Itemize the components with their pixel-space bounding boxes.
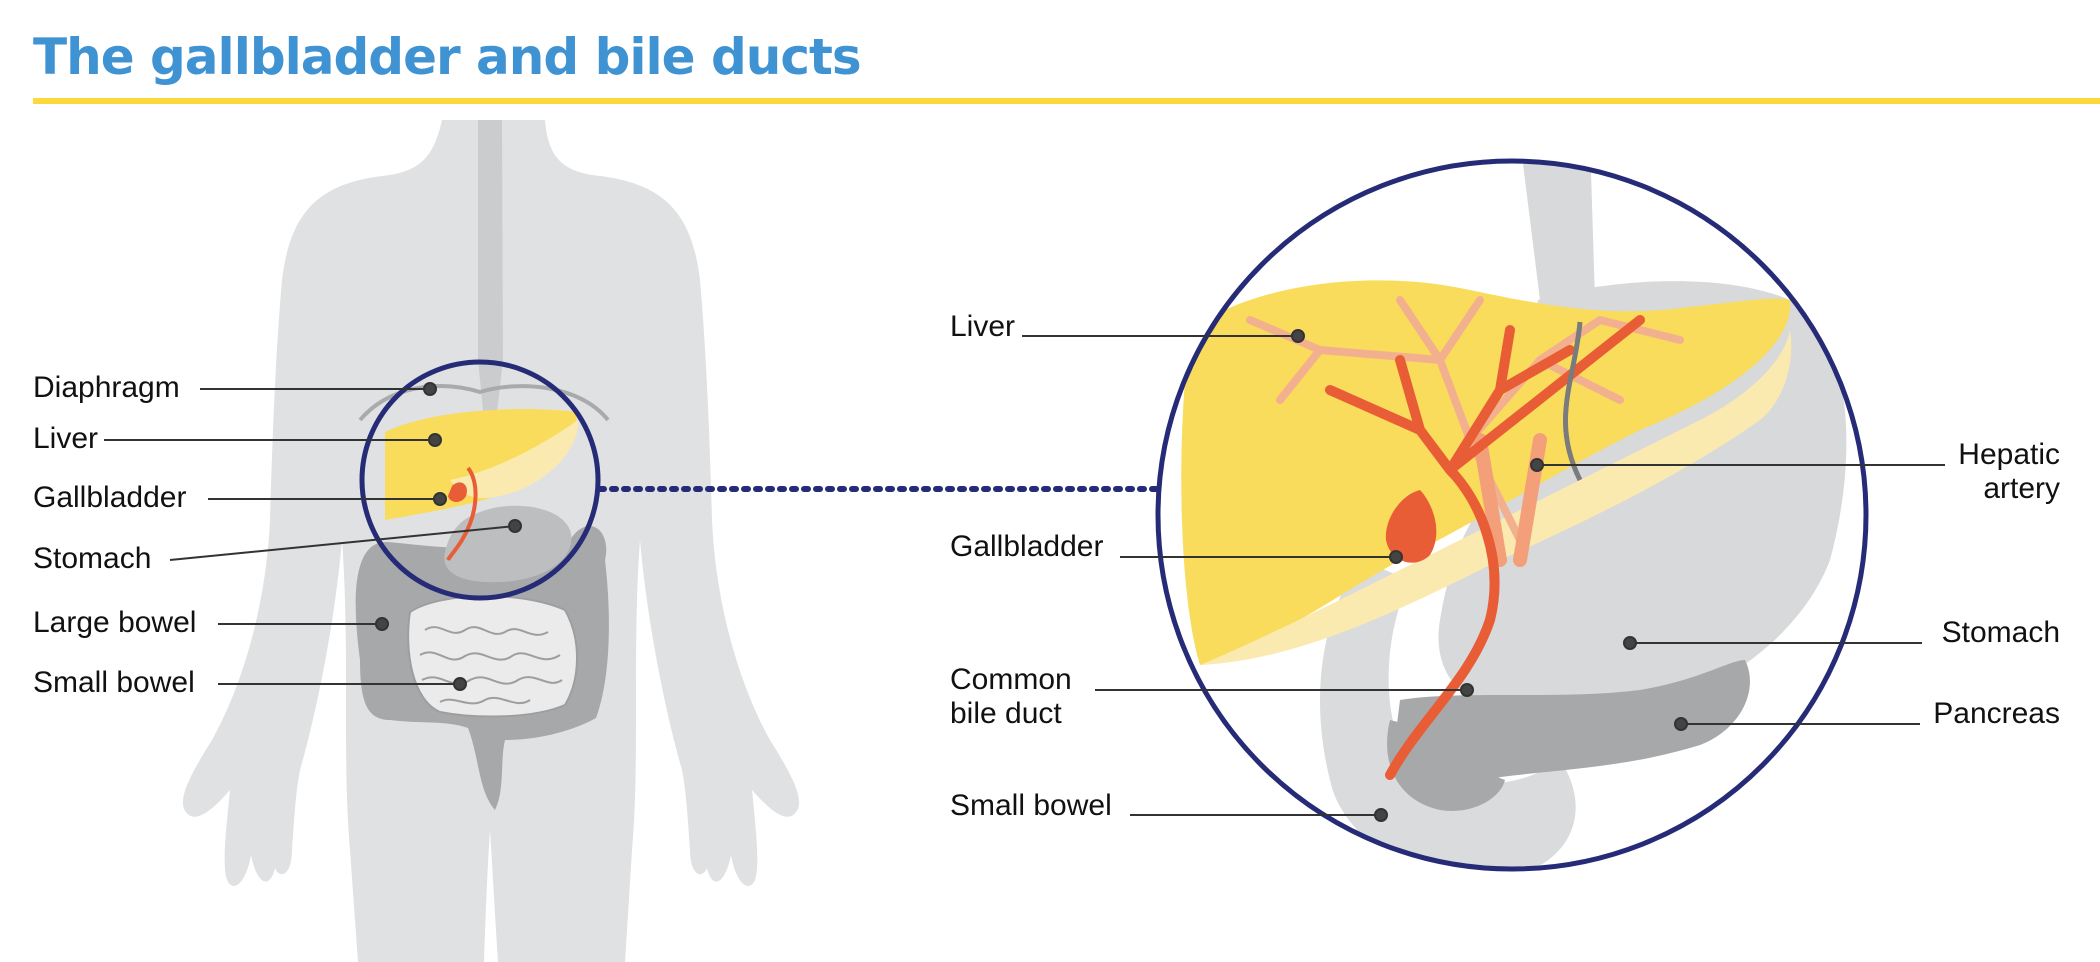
bile-duct-small [446,466,478,561]
label-large-bowel: Large bowel [33,606,196,639]
gallbladder-small [448,482,467,502]
zoom-label-gallbladder: Gallbladder [950,530,1103,563]
liver-small-light [450,420,579,499]
body-figure-leaders [104,382,522,691]
label-diaphragm: Diaphragm [33,371,180,404]
diaphragm-curve [358,384,610,422]
zoom-circle-large [1155,158,1869,872]
small-bowel-coils [419,626,563,705]
zoom-label-hepatic-artery-line2: artery [1983,472,2060,505]
page-title: The gallbladder and bile ducts [33,28,862,86]
zoom-view-leaders [1022,329,1945,822]
zoom-label-common-bile-duct-line2: bile duct [950,697,1062,730]
body-figure [182,120,800,962]
label-small-bowel: Small bowel [33,666,195,699]
label-stomach: Stomach [33,542,151,575]
hepatic-artery-gray-line [1562,321,1583,482]
zoom-label-small-bowel: Small bowel [950,789,1112,822]
zoom-label-common-bile-duct-line1: Common [950,663,1072,696]
zoom-view [1155,158,1869,872]
duodenum-loop [1320,560,1576,869]
label-liver: Liver [33,422,98,455]
zoom-label-stomach: Stomach [1942,616,2060,649]
esophagus [1520,161,1595,300]
zoom-label-pancreas: Pancreas [1933,697,2060,730]
zoom-label-hepatic-artery-line1: Hepatic [1958,438,2060,471]
common-bile-duct-zoom [1325,315,1645,780]
pancreas-zoom [1395,660,1750,781]
stomach-small [444,505,572,583]
zoom-label-liver: Liver [950,310,1015,343]
zoom-circle-small [359,359,601,601]
spine [478,120,503,430]
title-underline [33,98,2100,104]
gallbladder-zoom [1385,490,1437,563]
label-gallbladder: Gallbladder [33,481,186,514]
